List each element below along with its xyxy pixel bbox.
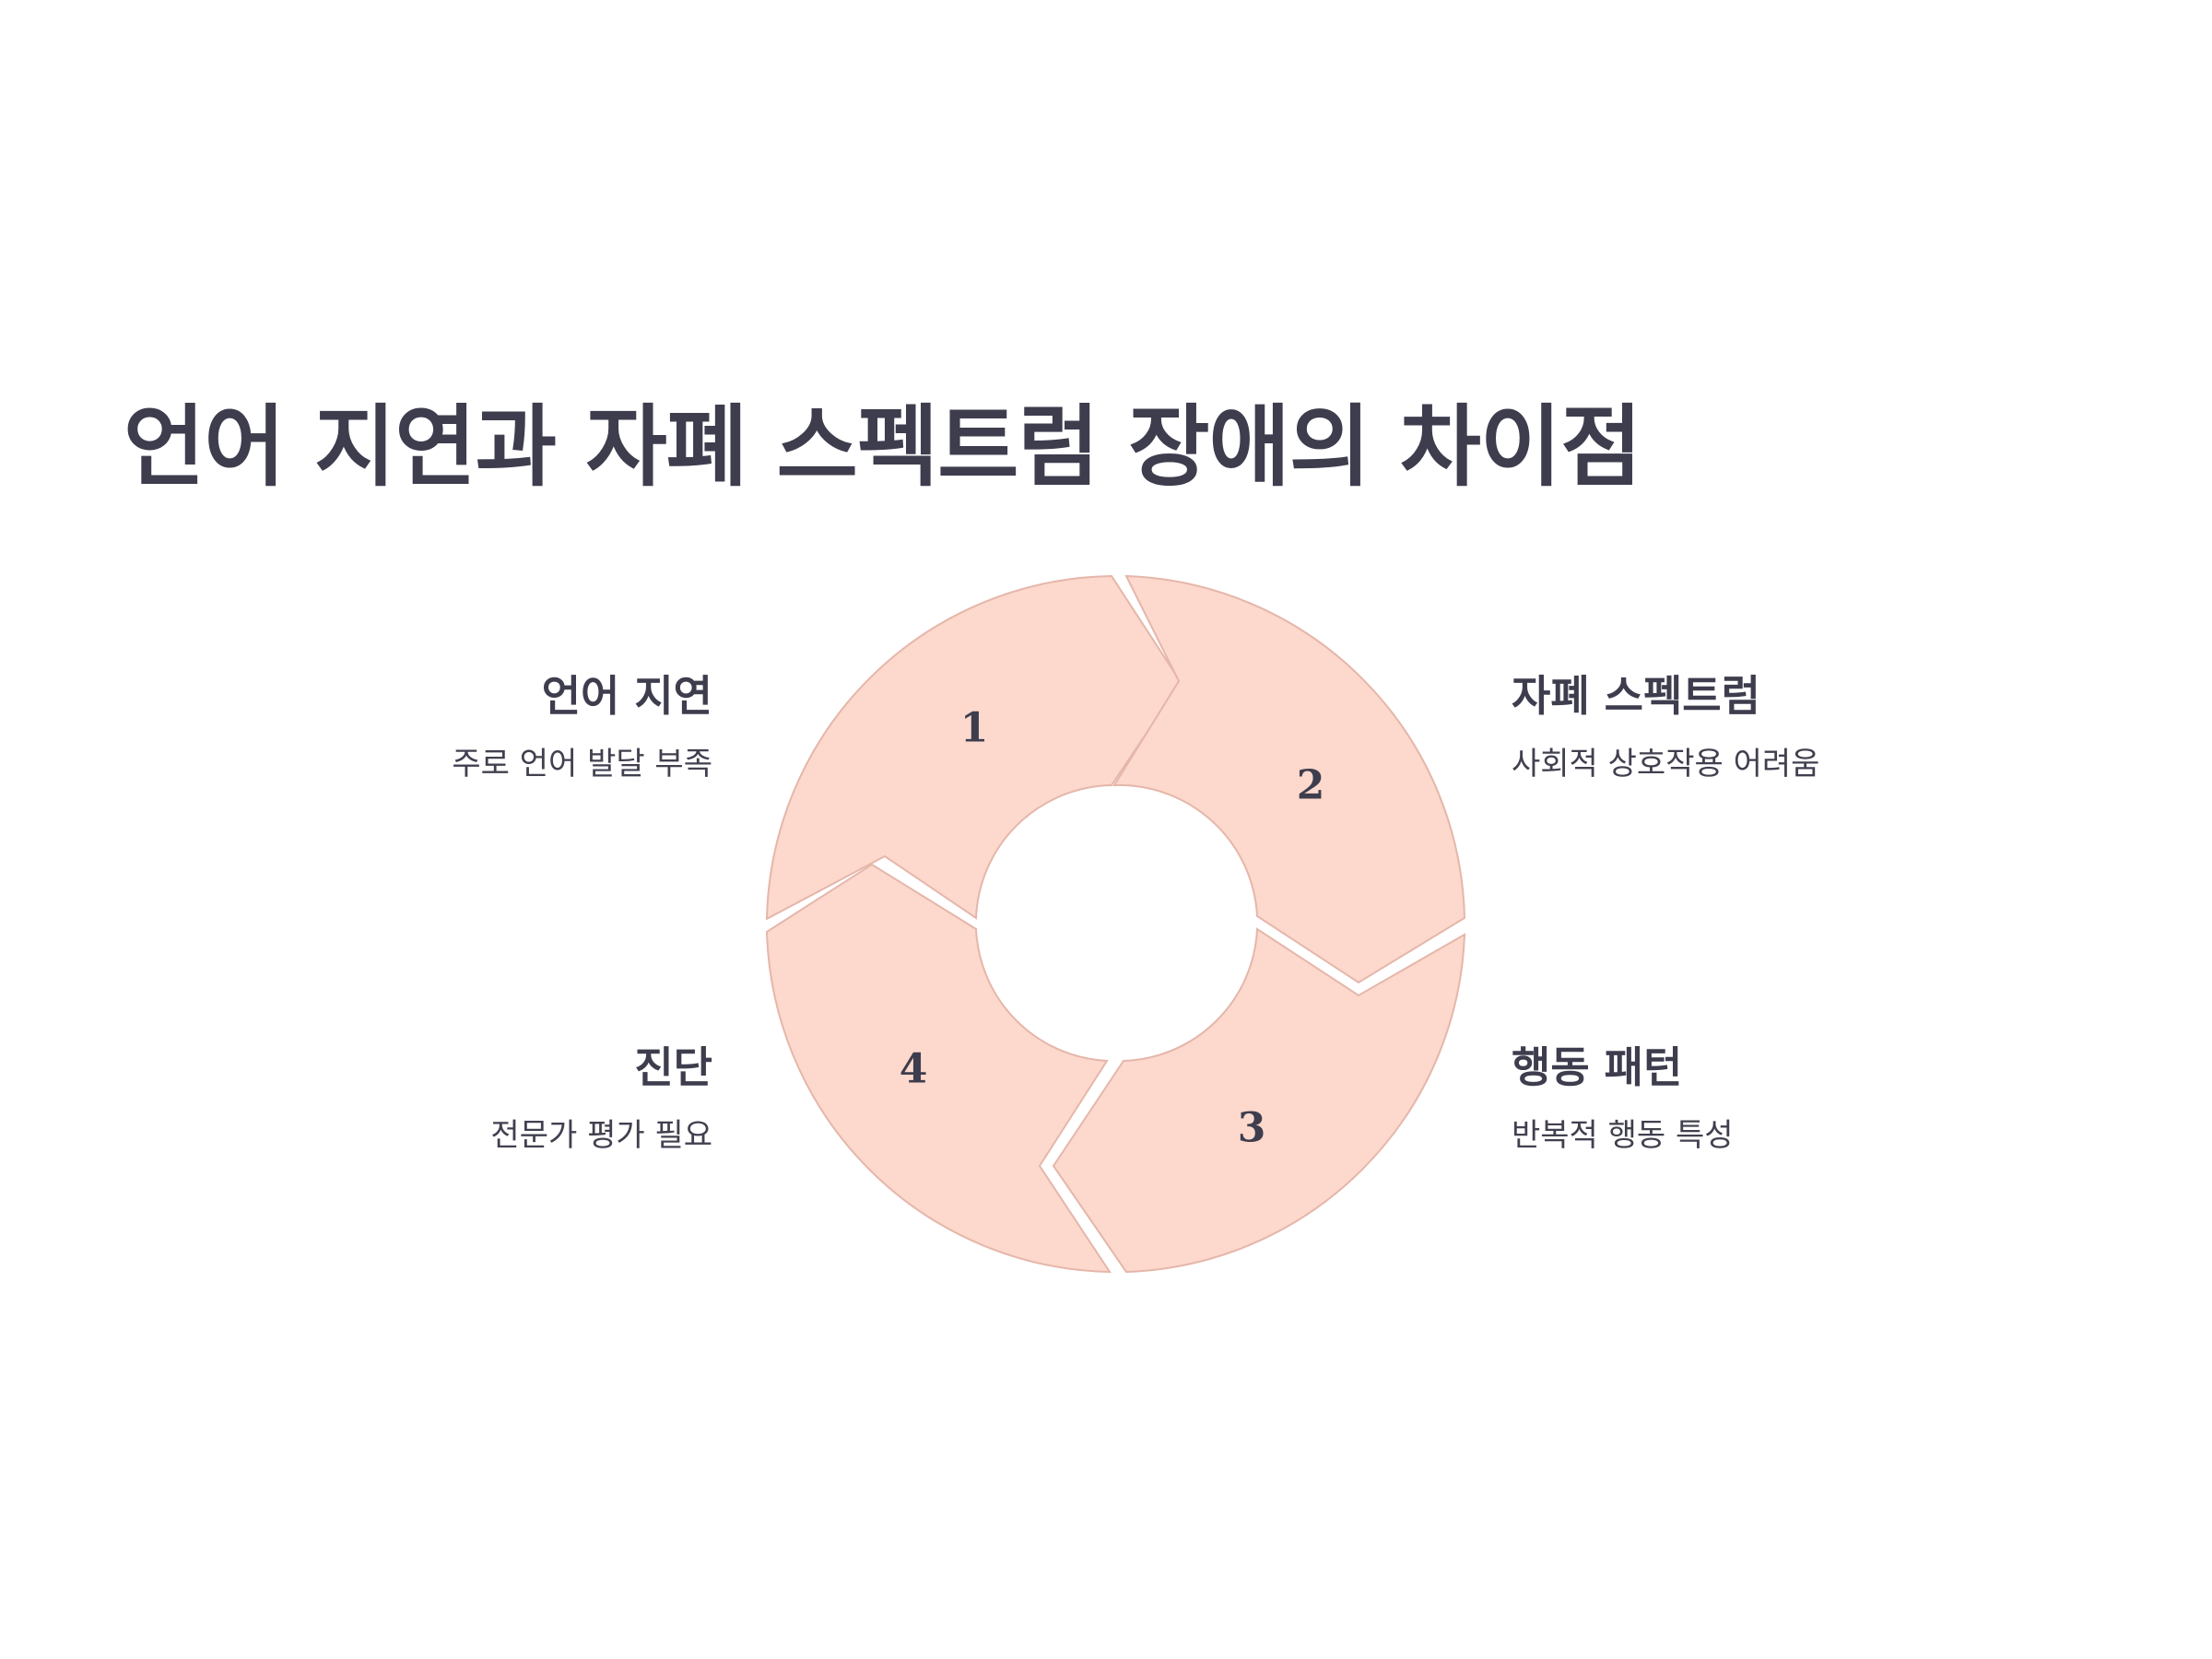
segment-label-4: 진단 전문가 평가 필요 xyxy=(141,1041,712,1156)
cycle-segment-1 xyxy=(765,574,1182,921)
segment-label-2: 자폐 스펙트럼 사회적 상호작용 어려움 xyxy=(1512,670,2083,784)
segment-description: 전문가 평가 필요 xyxy=(490,1117,712,1154)
segment-description: 주로 언어 발달 부족 xyxy=(452,746,712,782)
cycle-segment-2 xyxy=(1112,574,1466,984)
segment-number-1: 1 xyxy=(960,705,989,752)
segment-number-3: 3 xyxy=(1238,1105,1266,1152)
segment-label-3: 행동 패턴 반복적 행동 특성 xyxy=(1512,1041,2083,1156)
segment-title: 언어 지연 xyxy=(541,671,712,721)
segment-description: 반복적 행동 특성 xyxy=(1512,1117,1734,1154)
segment-title: 행동 패턴 xyxy=(1512,1042,1683,1092)
segment-title: 자폐 스펙트럼 xyxy=(1512,671,1760,721)
cycle-segment-4 xyxy=(765,863,1112,1274)
segment-number-4: 4 xyxy=(900,1046,928,1093)
segment-title: 진단 xyxy=(634,1042,712,1092)
cycle-segment-3 xyxy=(1052,927,1466,1274)
segment-description: 사회적 상호작용 어려움 xyxy=(1512,746,1820,782)
segment-label-1: 언어 지연 주로 언어 발달 부족 xyxy=(141,670,712,784)
page-title: 언어 지연과 자폐 스펙트럼 장애의 차이점 xyxy=(124,395,1642,499)
segment-number-2: 2 xyxy=(1297,762,1325,809)
